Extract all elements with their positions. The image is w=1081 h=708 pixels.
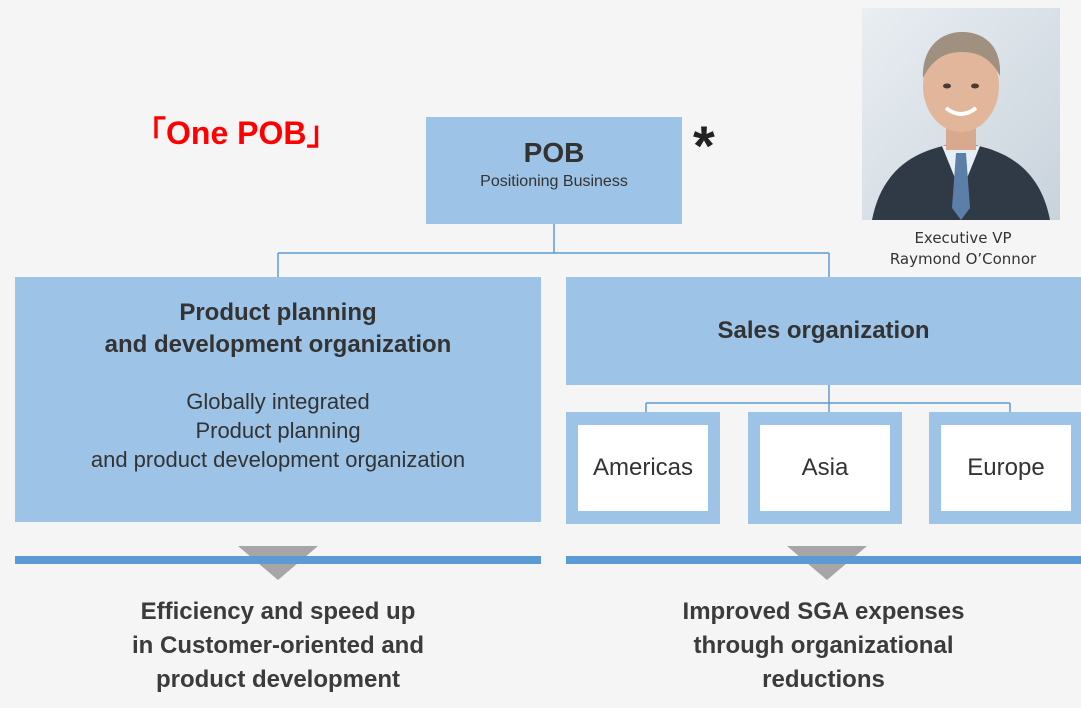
- sales-org-title: Sales organization: [717, 317, 930, 344]
- region-label-asia: Asia: [760, 425, 890, 511]
- executive-caption: Executive VP Raymond O’Connor: [858, 228, 1068, 270]
- left-outcome-line3: product development: [155, 666, 401, 693]
- pob-title: POB: [523, 137, 585, 168]
- product-org-title-line2: and development organization: [104, 331, 452, 358]
- one-pob-label: 「One POB」: [134, 115, 339, 151]
- left-divider-bar: [15, 556, 541, 564]
- portrait-image: [862, 8, 1060, 220]
- right-outcome-line2: through organizational: [693, 632, 954, 659]
- product-org-desc-line2: Product planning: [195, 418, 361, 443]
- right-divider-bar: [566, 556, 1081, 564]
- region-label-americas: Americas: [578, 425, 708, 511]
- left-outcome-line1: Efficiency and speed up: [140, 598, 416, 625]
- left-outcome-line2: in Customer-oriented and: [131, 632, 425, 659]
- asterisk-mark: *: [693, 114, 715, 177]
- product-org-box: Product planning and development organiz…: [15, 277, 541, 522]
- product-org-title-line1: Product planning: [179, 299, 377, 326]
- pob-box: POB Positioning Business: [426, 117, 682, 224]
- region-label-europe: Europe: [941, 425, 1071, 511]
- executive-name: Raymond O’Connor: [889, 250, 1037, 268]
- product-org-desc-line1: Globally integrated: [186, 389, 370, 414]
- pob-subtitle: Positioning Business: [480, 173, 628, 190]
- product-org-title: Product planning and development organiz…: [15, 297, 541, 361]
- right-outcome: Improved SGA expenses through organizati…: [566, 595, 1081, 697]
- sales-org-box: Sales organization: [566, 277, 1081, 385]
- right-outcome-line3: reductions: [762, 666, 885, 693]
- region-box-asia: Asia: [748, 412, 902, 524]
- right-outcome-line1: Improved SGA expenses: [682, 598, 965, 625]
- region-box-americas: Americas: [566, 412, 720, 524]
- left-outcome: Efficiency and speed up in Customer-orie…: [15, 595, 541, 697]
- executive-title: Executive VP: [914, 229, 1012, 247]
- executive-photo: [862, 8, 1060, 220]
- product-org-description: Globally integrated Product planning and…: [15, 387, 541, 474]
- product-org-desc-line3: and product development organization: [90, 447, 466, 472]
- region-box-europe: Europe: [929, 412, 1081, 524]
